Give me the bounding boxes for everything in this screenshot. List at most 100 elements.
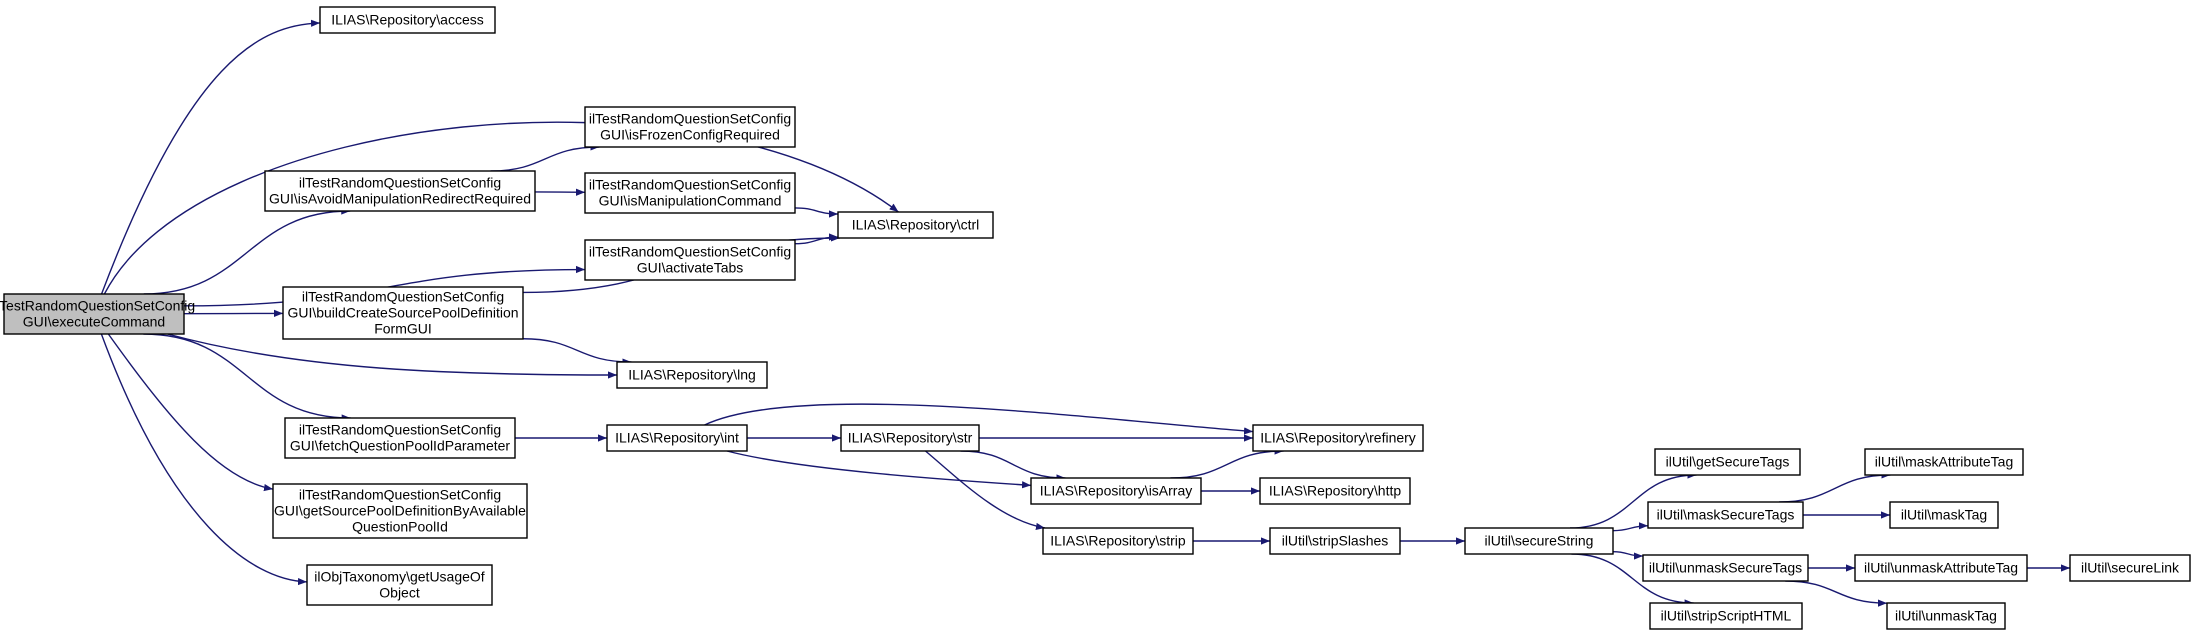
node-box-tabs xyxy=(584,239,796,281)
edge-secstr-to-stripscript xyxy=(1571,553,1694,607)
node-manip[interactable]: ilTestRandomQuestionSetConfigGUI\isManip… xyxy=(584,172,796,214)
edge-secstr-to-masktags xyxy=(1612,522,1649,532)
node-label-getsrc-0: ilTestRandomQuestionSetConfig xyxy=(299,487,501,503)
node-box-manip xyxy=(584,172,796,214)
node-label-maskattr-0: ilUtil\maskAttributeTag xyxy=(1875,454,2014,470)
node-box-access xyxy=(319,6,496,34)
node-box-masktag xyxy=(1889,501,1999,529)
node-exec[interactable]: ilTestRandomQuestionSetConfigGUI\execute… xyxy=(0,293,195,335)
node-secstr[interactable]: ilUtil\secureString xyxy=(1464,527,1614,555)
node-unmasktag[interactable]: ilUtil\unmaskTag xyxy=(1886,602,2006,630)
edge-exec-to-lng xyxy=(167,333,618,379)
node-box-strip xyxy=(1042,527,1194,555)
node-avoid[interactable]: ilTestRandomQuestionSetConfigGUI\isAvoid… xyxy=(264,170,536,212)
node-gettags[interactable]: ilUtil\getSecureTags xyxy=(1654,448,1801,476)
node-box-str xyxy=(840,424,980,452)
node-label-getsrc-1: GUI\getSourcePoolDefinitionByAvailable xyxy=(274,503,526,519)
node-fetch[interactable]: ilTestRandomQuestionSetConfigGUI\fetchQu… xyxy=(284,417,516,459)
node-securelink[interactable]: ilUtil\secureLink xyxy=(2069,554,2191,582)
edge-exec-to-ctrl xyxy=(103,121,899,295)
node-label-exec-0: ilTestRandomQuestionSetConfig xyxy=(0,298,195,314)
edge-exec-to-avoid xyxy=(143,207,351,295)
node-unmasktags[interactable]: ilUtil\unmaskSecureTags xyxy=(1642,554,1809,582)
edge-secstr-to-unmasktags xyxy=(1612,551,1644,560)
node-label-http-0: ILIAS\Repository\http xyxy=(1269,483,1402,499)
node-box-masktags xyxy=(1647,501,1804,529)
node-label-taxo-1: Object xyxy=(379,585,420,601)
node-label-str-0: ILIAS\Repository\str xyxy=(848,430,973,446)
node-box-exec xyxy=(3,293,185,335)
node-label-unmaskattr-0: ilUtil\unmaskAttributeTag xyxy=(1864,560,2018,576)
node-label-avoid-0: ilTestRandomQuestionSetConfig xyxy=(299,175,501,191)
node-str[interactable]: ILIAS\Repository\str xyxy=(840,424,980,452)
edge-manip-to-ctrl xyxy=(794,207,839,218)
node-getsrc[interactable]: ilTestRandomQuestionSetConfigGUI\getSour… xyxy=(272,483,528,539)
node-label-stripscript-0: ilUtil\stripScriptHTML xyxy=(1661,608,1792,624)
node-unmaskattr[interactable]: ilUtil\unmaskAttributeTag xyxy=(1854,554,2028,582)
node-tabs[interactable]: ilTestRandomQuestionSetConfigGUI\activat… xyxy=(584,239,796,281)
node-ctrl[interactable]: ILIAS\Repository\ctrl xyxy=(837,211,994,239)
node-maskattr[interactable]: ilUtil\maskAttributeTag xyxy=(1864,448,2024,476)
node-label-getsrc-2: QuestionPoolId xyxy=(352,519,448,535)
node-label-manip-0: ilTestRandomQuestionSetConfig xyxy=(589,177,791,193)
node-masktags[interactable]: ilUtil\maskSecureTags xyxy=(1647,501,1804,529)
node-label-fetch-0: ilTestRandomQuestionSetConfig xyxy=(299,422,501,438)
node-stripscript[interactable]: ilUtil\stripScriptHTML xyxy=(1649,602,1803,630)
node-box-unmasktags xyxy=(1642,554,1809,582)
edge-int-to-isarray xyxy=(726,450,1032,489)
node-http[interactable]: ILIAS\Repository\http xyxy=(1259,477,1411,505)
node-access[interactable]: ILIAS\Repository\access xyxy=(319,6,496,34)
node-label-manip-1: GUI\isManipulationCommand xyxy=(599,193,782,209)
node-label-securelink-0: ilUtil\secureLink xyxy=(2081,560,2180,576)
node-int[interactable]: ILIAS\Repository\int xyxy=(606,424,748,452)
node-box-maskattr xyxy=(1864,448,2024,476)
edge-build-to-lng xyxy=(522,338,632,366)
node-refinery[interactable]: ILIAS\Repository\refinery xyxy=(1252,424,1424,452)
edge-exec-to-taxo xyxy=(100,333,308,586)
node-label-strip-0: ILIAS\Repository\strip xyxy=(1050,533,1186,549)
node-label-unmasktags-0: ilUtil\unmaskSecureTags xyxy=(1649,560,1802,576)
edge-avoid-to-frozen xyxy=(490,143,600,172)
node-box-isarray xyxy=(1030,477,1202,505)
edge-unmasktags-to-unmasktag xyxy=(1785,580,1888,607)
node-label-slashes-0: ilUtil\stripSlashes xyxy=(1282,533,1389,549)
node-frozen[interactable]: ilTestRandomQuestionSetConfigGUI\isFroze… xyxy=(584,106,796,148)
node-box-http xyxy=(1259,477,1411,505)
node-strip[interactable]: ILIAS\Repository\strip xyxy=(1042,527,1194,555)
edge-exec-to-getsrc xyxy=(107,333,274,492)
node-label-exec-1: GUI\executeCommand xyxy=(23,314,165,330)
node-label-build-0: ilTestRandomQuestionSetConfig xyxy=(302,289,504,305)
node-label-build-1: GUI\buildCreateSourcePoolDefinition xyxy=(287,305,518,321)
node-label-tabs-0: ilTestRandomQuestionSetConfig xyxy=(589,244,791,260)
edge-str-to-strip xyxy=(925,450,1046,530)
node-label-secstr-0: ilUtil\secureString xyxy=(1485,533,1594,549)
node-label-access-0: ILIAS\Repository\access xyxy=(331,12,484,28)
node-box-stripscript xyxy=(1649,602,1803,630)
edge-secstr-to-gettags xyxy=(1570,471,1697,529)
node-box-gettags xyxy=(1654,448,1801,476)
node-lng[interactable]: ILIAS\Repository\lng xyxy=(616,361,768,389)
node-box-secstr xyxy=(1464,527,1614,555)
edge-isarray-to-refinery xyxy=(1170,447,1284,479)
node-slashes[interactable]: ilUtil\stripSlashes xyxy=(1269,527,1401,555)
node-box-frozen xyxy=(584,106,796,148)
node-label-int-0: ILIAS\Repository\int xyxy=(615,430,739,446)
edge-masktags-to-maskattr xyxy=(1779,471,1891,503)
node-isarray[interactable]: ILIAS\Repository\isArray xyxy=(1030,477,1202,505)
edge-str-to-isarray xyxy=(960,450,1066,482)
node-build[interactable]: ilTestRandomQuestionSetConfigGUI\buildCr… xyxy=(282,286,524,340)
node-box-taxo xyxy=(306,564,493,606)
node-box-securelink xyxy=(2069,554,2191,582)
node-label-build-2: FormGUI xyxy=(374,321,432,337)
node-label-masktag-0: ilUtil\maskTag xyxy=(1901,507,1987,523)
node-label-frozen-1: GUI\isFrozenConfigRequired xyxy=(600,127,780,143)
edge-exec-to-fetch xyxy=(143,333,351,422)
node-box-slashes xyxy=(1269,527,1401,555)
node-label-ctrl-0: ILIAS\Repository\ctrl xyxy=(852,217,980,233)
node-label-frozen-0: ilTestRandomQuestionSetConfig xyxy=(589,111,791,127)
edge-int-to-refinery xyxy=(704,403,1254,435)
node-label-masktags-0: ilUtil\maskSecureTags xyxy=(1657,507,1795,523)
node-masktag[interactable]: ilUtil\maskTag xyxy=(1889,501,1999,529)
